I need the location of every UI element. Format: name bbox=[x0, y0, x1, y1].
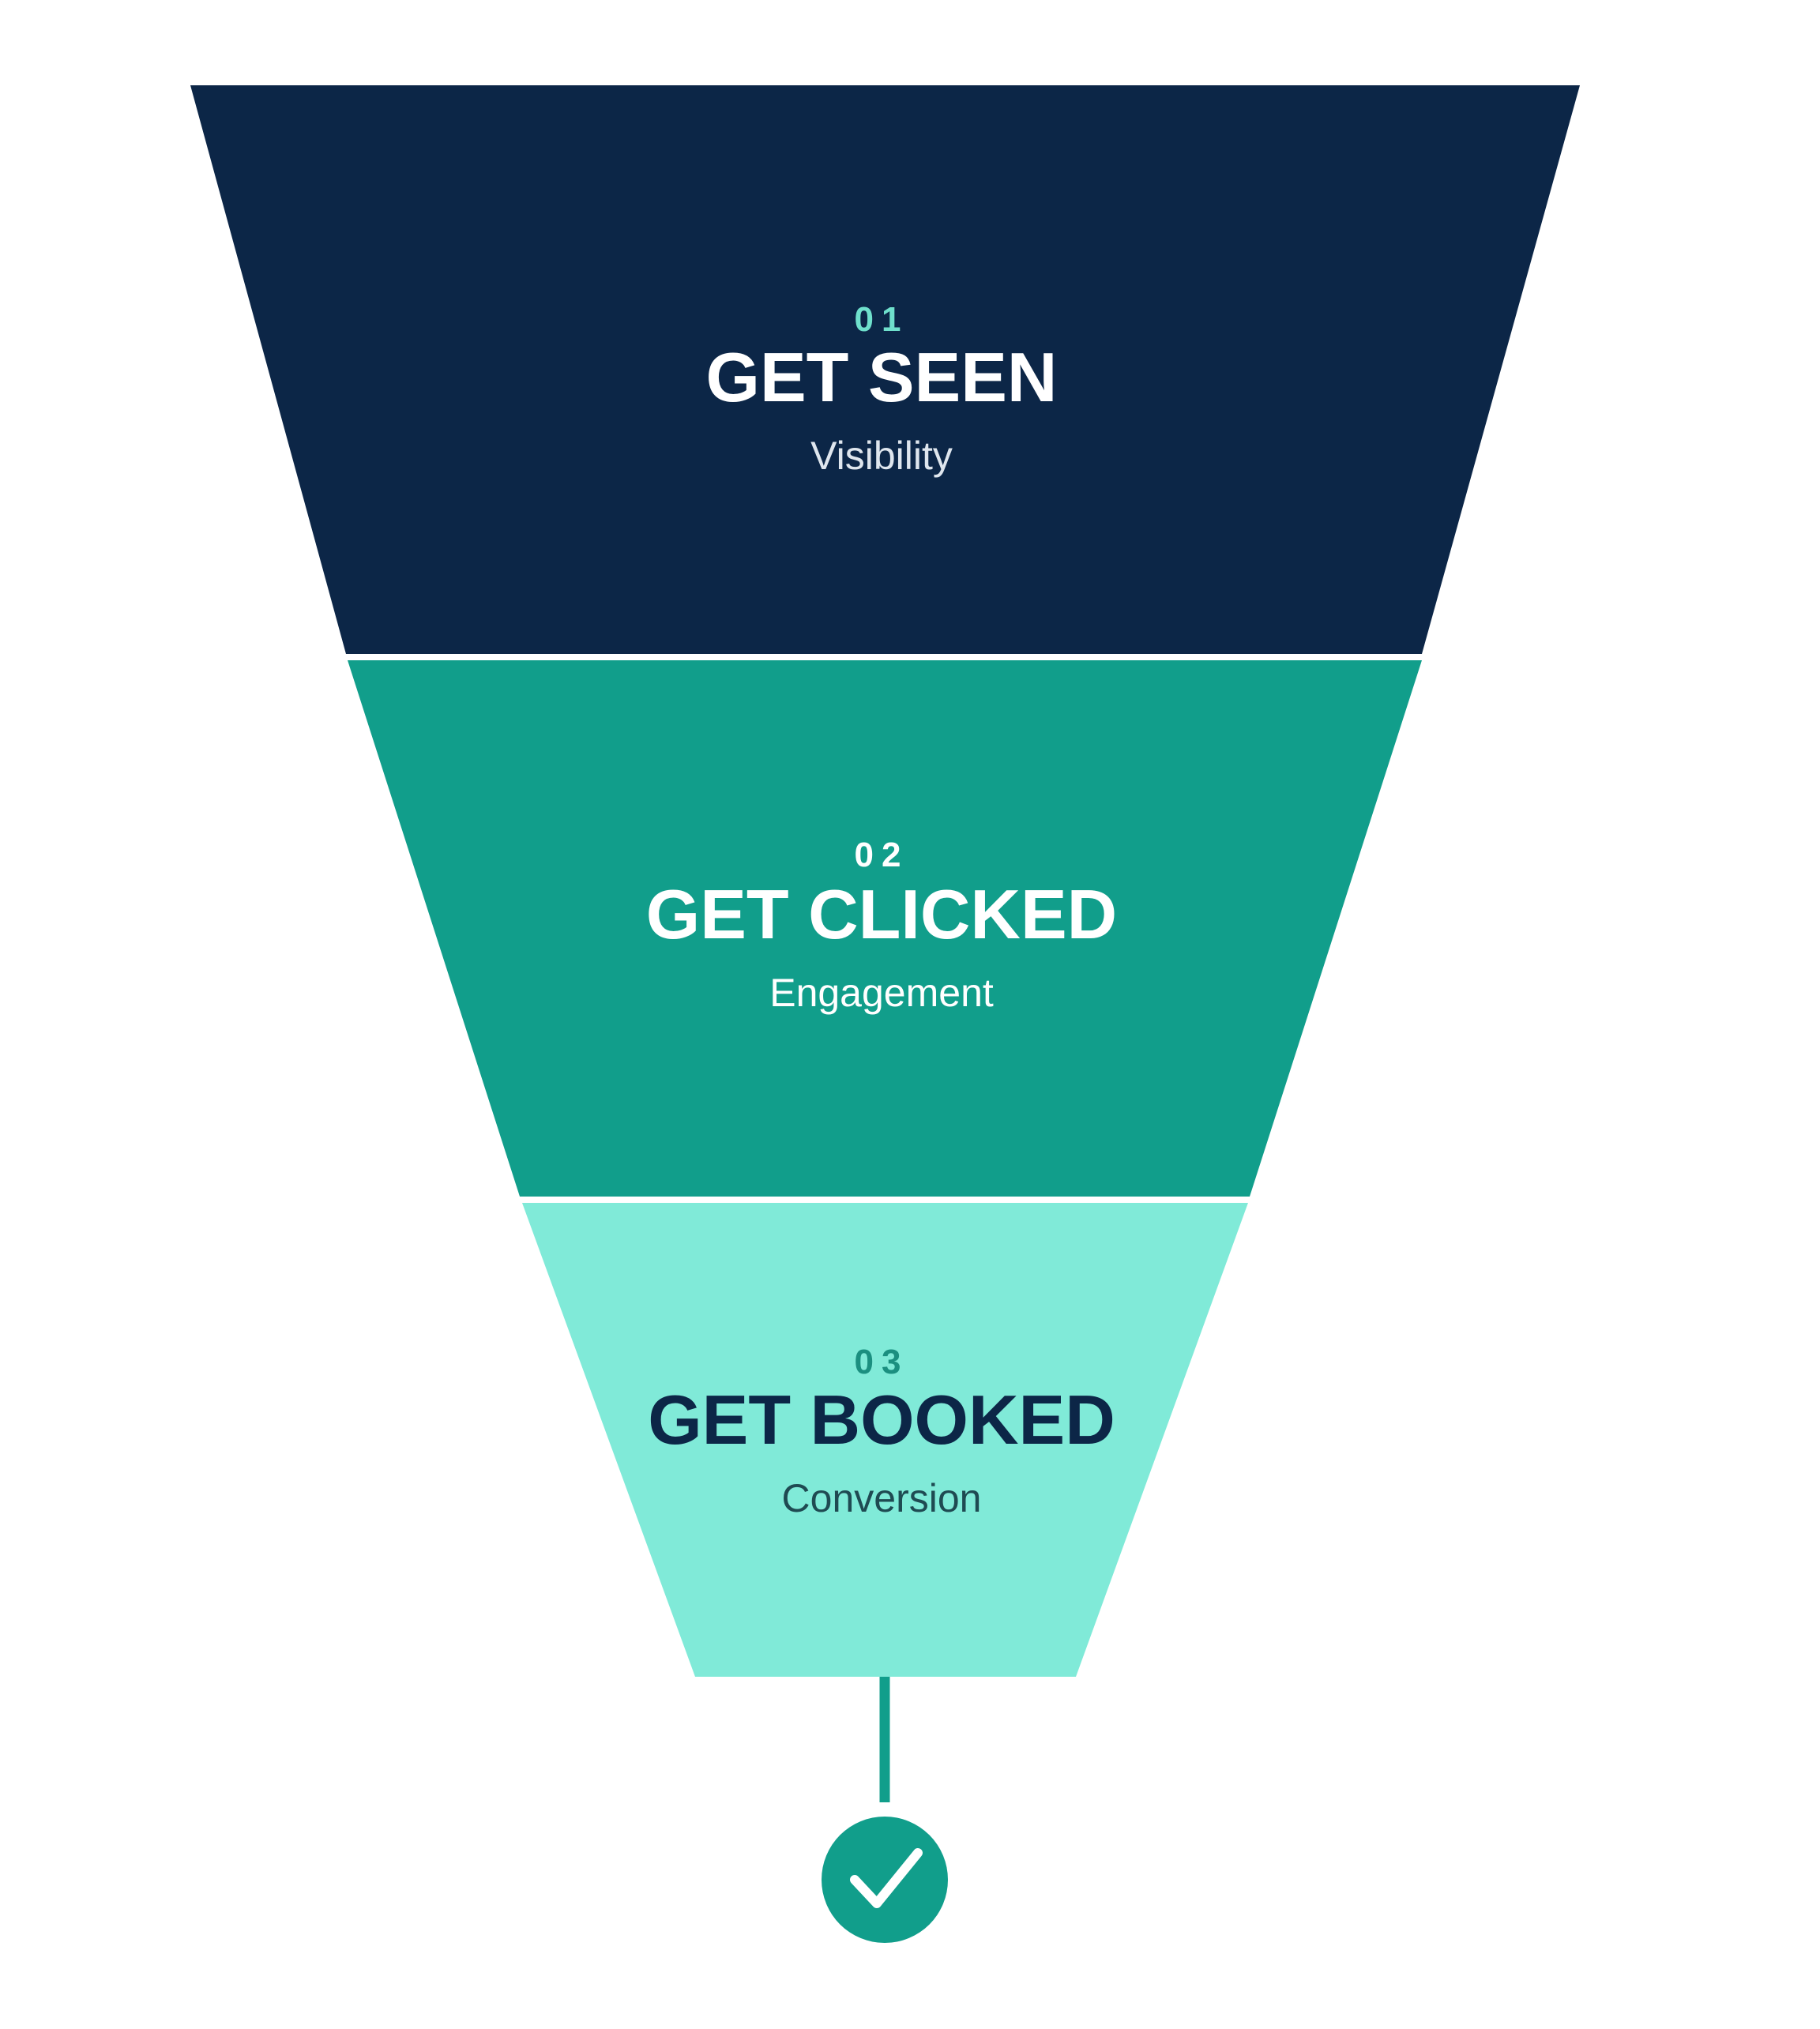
stage-1-subtitle: Visibility bbox=[810, 434, 953, 478]
stage-1-number: 01 bbox=[854, 300, 909, 339]
stage-3-subtitle: Conversion bbox=[781, 1476, 982, 1520]
stage-2-title: GET CLICKED bbox=[645, 875, 1118, 953]
stage-1-title: GET SEEN bbox=[705, 338, 1058, 416]
check-circle-icon bbox=[822, 1817, 948, 1943]
stage-2-subtitle: Engagement bbox=[769, 971, 994, 1015]
stage-2-number: 02 bbox=[854, 836, 909, 874]
stage-3-title: GET BOOKED bbox=[648, 1381, 1115, 1459]
funnel-stage-2-shape bbox=[348, 660, 1422, 1197]
stage-3-number: 03 bbox=[854, 1343, 909, 1381]
funnel-stage-3-shape bbox=[522, 1203, 1248, 1677]
funnel-stage-1-shape bbox=[190, 85, 1580, 654]
